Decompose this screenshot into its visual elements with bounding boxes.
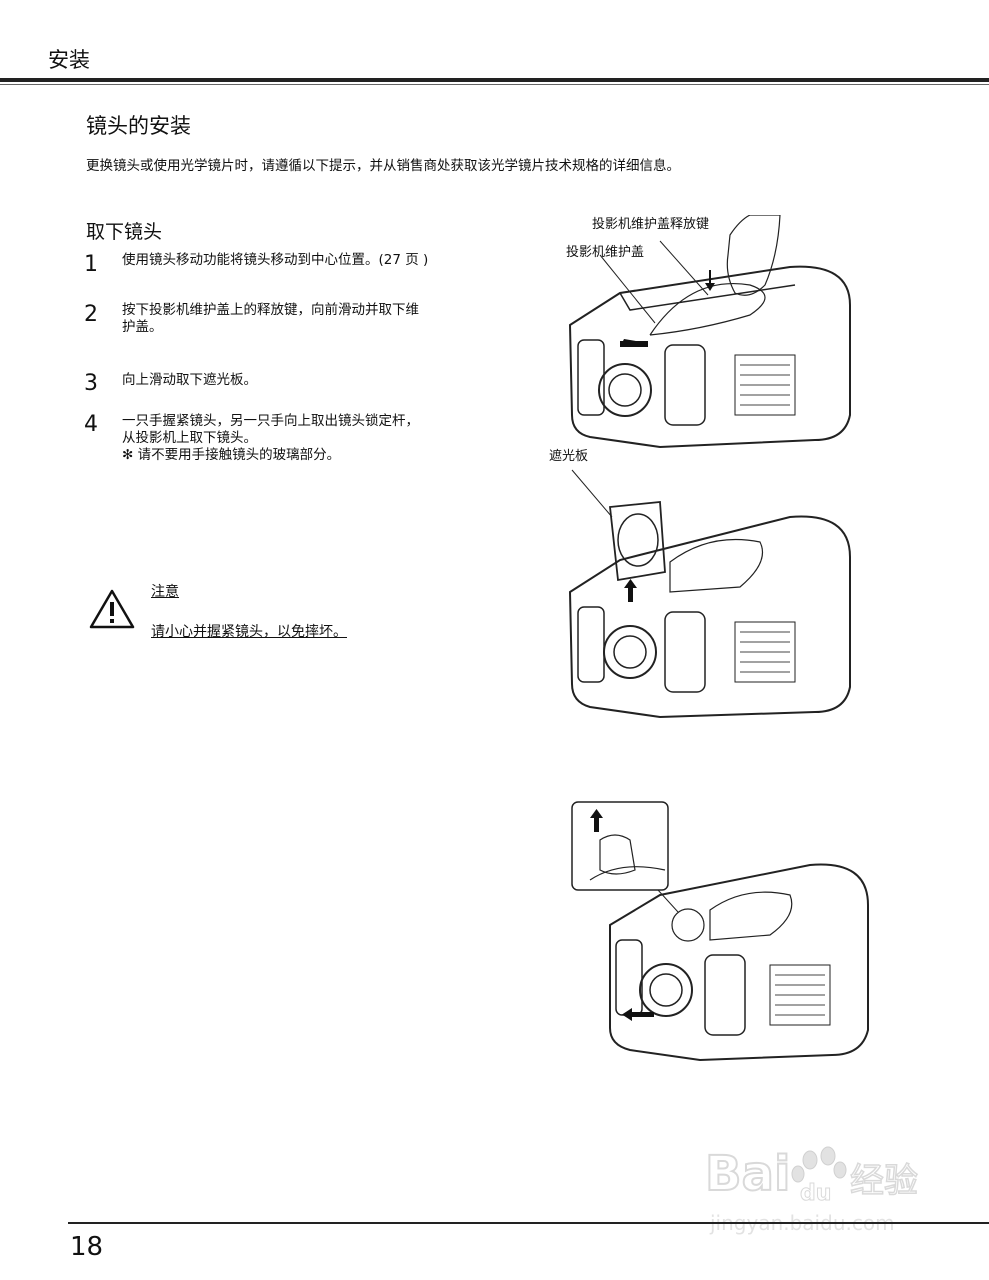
watermark-brand-cn: 经验 bbox=[850, 1161, 918, 1201]
caution-title: 注意 bbox=[151, 584, 179, 600]
step-1-text: 使用镜头移动功能将镜头移动到中心位置。(27 页 ) bbox=[122, 252, 502, 269]
baidu-jingyan-watermark: Bai du 经验 jingyan.baidu.com bbox=[704, 1145, 919, 1235]
step-3-line: 向上滑动取下遮光板。 bbox=[122, 372, 257, 388]
step-1-number: 1 bbox=[84, 252, 98, 277]
step-2-line: 按下投影机维护盖上的释放键，向前滑动并取下维 bbox=[122, 302, 419, 318]
step-4-number: 4 bbox=[84, 412, 98, 437]
callout-shutter: 遮光板 bbox=[549, 449, 589, 464]
callout-maintenance-cover: 投影机维护盖 bbox=[566, 245, 645, 260]
section-title: 安装 bbox=[48, 48, 90, 72]
step-4-line: 从投影机上取下镜头。 bbox=[122, 430, 257, 446]
step-4-text: 一只手握紧镜头，另一只手向上取出镜头锁定杆， 从投影机上取下镜头。 ✻ 请不要用… bbox=[122, 413, 502, 464]
step-4-note: ✻ 请不要用手接触镜头的玻璃部分。 bbox=[122, 447, 341, 463]
page-title: 镜头的安装 bbox=[86, 114, 191, 138]
step-4-line: 一只手握紧镜头，另一只手向上取出镜头锁定杆， bbox=[122, 413, 419, 429]
page-number: 18 bbox=[70, 1232, 104, 1262]
step-2-number: 2 bbox=[84, 302, 98, 327]
step-2-line: 护盖。 bbox=[122, 319, 163, 335]
header-rule bbox=[0, 78, 989, 82]
step-1-line: 使用镜头移动功能将镜头移动到中心位置。(27 页 ) bbox=[122, 252, 429, 268]
caution-text: 请小心并握紧镜头，以免摔坏。 bbox=[151, 624, 347, 640]
subheading: 取下镜头 bbox=[86, 221, 163, 243]
projector-figure-2 bbox=[568, 469, 851, 719]
footer-rule bbox=[68, 1222, 989, 1224]
warning-icon bbox=[89, 589, 135, 629]
projector-figure-3 bbox=[571, 801, 869, 1062]
intro-paragraph: 更换镜头或使用光学镜片时，请遵循以下提示，并从销售商处获取该光学镜片技术规格的详… bbox=[86, 158, 680, 174]
step-3-text: 向上滑动取下遮光板。 bbox=[122, 372, 502, 389]
projector-figure-1 bbox=[568, 215, 851, 449]
callout-release-key: 投影机维护盖释放键 bbox=[592, 217, 710, 232]
step-2-text: 按下投影机维护盖上的释放键，向前滑动并取下维 护盖。 bbox=[122, 302, 502, 336]
header-rule-thin bbox=[0, 84, 989, 85]
watermark-brand: Bai bbox=[705, 1146, 790, 1202]
watermark-brand2: du bbox=[800, 1181, 831, 1206]
step-3-number: 3 bbox=[84, 371, 98, 396]
